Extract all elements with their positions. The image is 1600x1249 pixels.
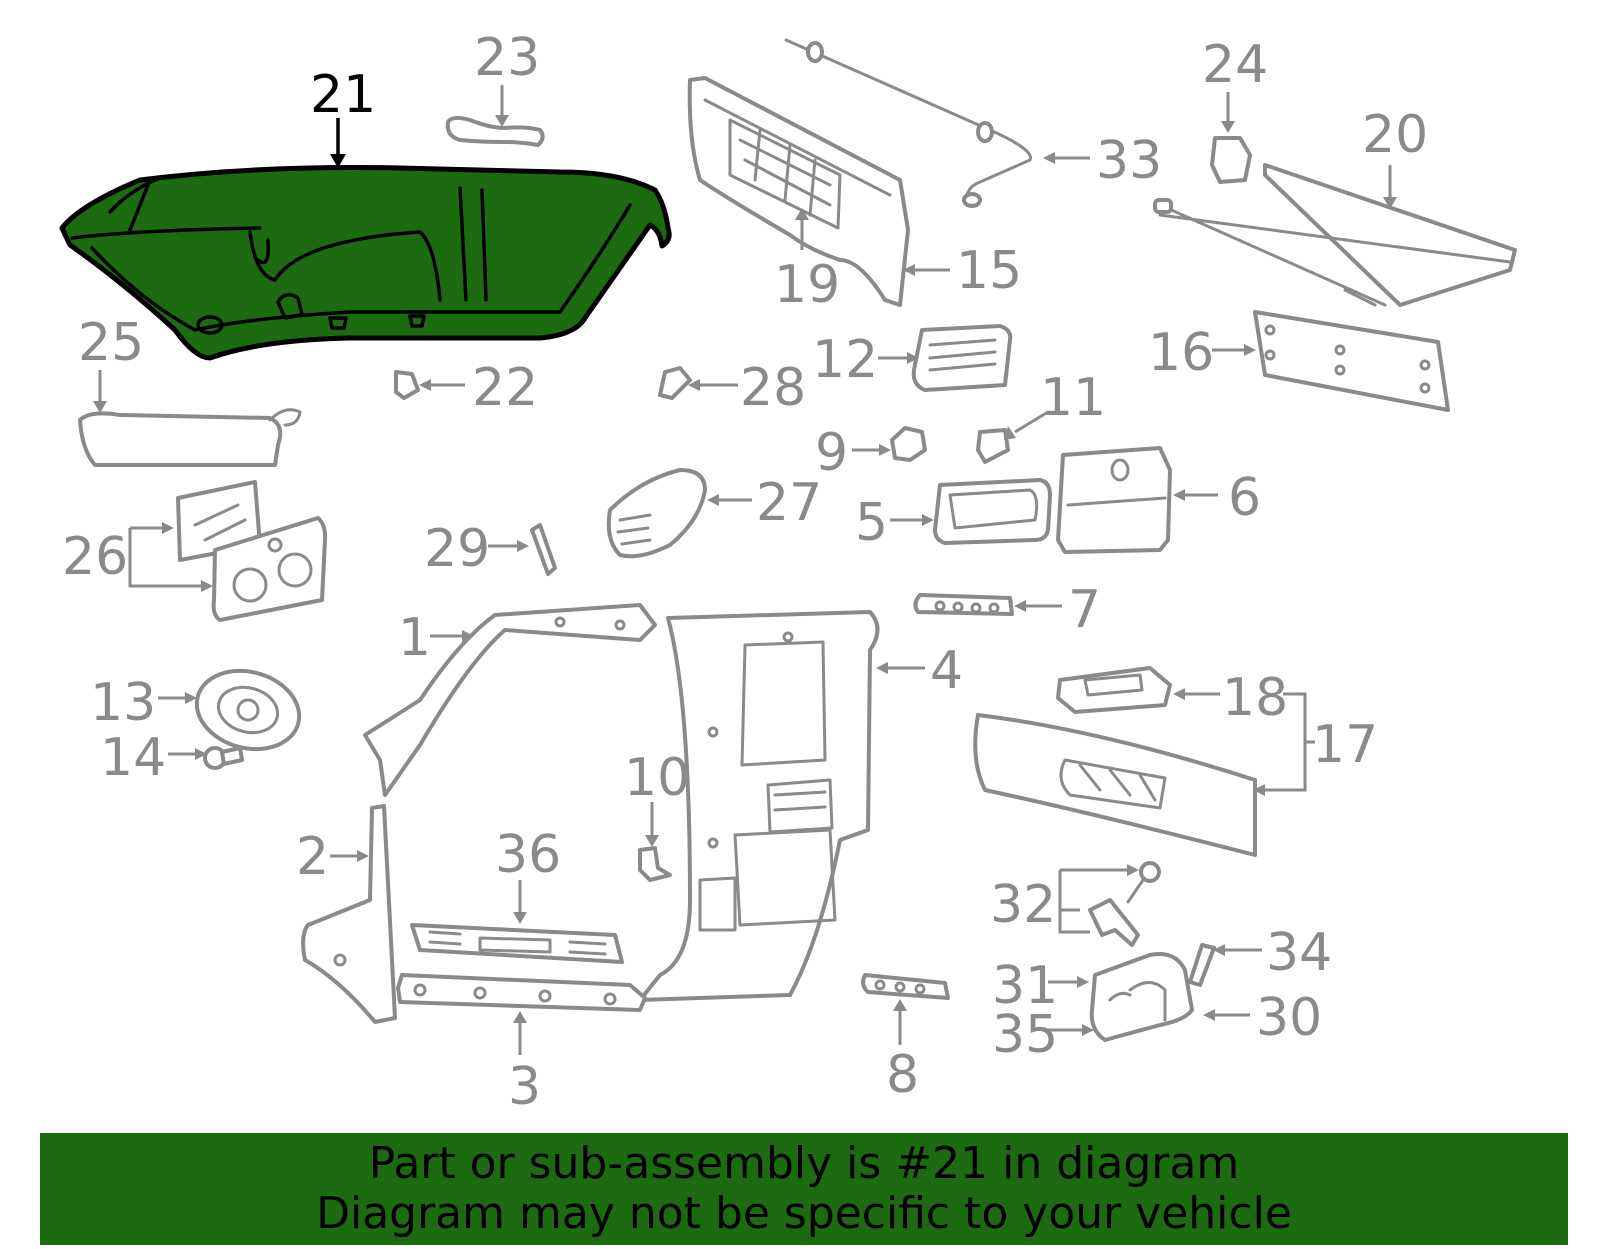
- part-4-pillar-trim[interactable]: [638, 610, 880, 1002]
- callout-32: 32: [990, 875, 1056, 935]
- part-20-cargo-cover[interactable]: [1153, 163, 1517, 307]
- callout-10: 10: [624, 748, 690, 808]
- part-8-strip[interactable]: [861, 973, 950, 1000]
- callout-21: 21: [310, 65, 376, 125]
- callout-18: 18: [1222, 668, 1288, 728]
- callout-30: 30: [1256, 988, 1322, 1048]
- callout-11: 11: [1040, 368, 1106, 428]
- part-23-grab-handle[interactable]: [445, 115, 545, 147]
- part-10-push-pin[interactable]: [638, 846, 672, 882]
- callout-15: 15: [956, 241, 1022, 301]
- part-18-tray[interactable]: [1056, 666, 1172, 714]
- callout-2: 2: [296, 827, 329, 887]
- callout-26: 26: [62, 527, 128, 587]
- callout-27: 27: [756, 473, 822, 533]
- caption-line-2: Diagram may not be specific to your vehi…: [316, 1188, 1292, 1239]
- callout-5: 5: [855, 493, 888, 553]
- part-28-clip[interactable]: [658, 366, 692, 400]
- callout-6: 6: [1228, 468, 1261, 528]
- callout-29: 29: [424, 519, 490, 579]
- callout-1: 1: [398, 608, 431, 668]
- part-30-latch-housing[interactable]: [1089, 952, 1194, 1042]
- part-24-clip[interactable]: [1210, 136, 1252, 184]
- part-34-pin[interactable]: [1188, 943, 1216, 987]
- part-9-clip[interactable]: [890, 426, 927, 462]
- callout-16: 16: [1148, 323, 1214, 383]
- part-21-headliner[interactable]: [59, 165, 672, 361]
- callout-9: 9: [815, 423, 848, 483]
- part-2-door-pillar-trim[interactable]: [301, 804, 397, 1024]
- part-3-scuff-plate[interactable]: [396, 973, 647, 1012]
- part-26-console[interactable]: [176, 480, 328, 622]
- part-12-vent[interactable]: [911, 324, 1013, 392]
- part-15-quarter-trim-panel[interactable]: [687, 76, 910, 307]
- part-36-sill-plate[interactable]: [410, 923, 624, 964]
- caption-line-1: Part or sub-assembly is #21 in diagram: [368, 1138, 1240, 1189]
- part-6-cover[interactable]: [1056, 446, 1172, 554]
- callout-17: 17: [1312, 715, 1378, 775]
- callout-35: 35: [992, 1005, 1058, 1065]
- part-33-rod[interactable]: [784, 38, 1032, 208]
- callout-25: 25: [78, 313, 144, 373]
- callout-31: 31: [992, 956, 1058, 1016]
- part-25-sun-visor[interactable]: [78, 408, 302, 467]
- callout-36: 36: [495, 825, 561, 885]
- callout-4: 4: [930, 641, 963, 701]
- callout-13: 13: [90, 673, 156, 733]
- callout-7: 7: [1068, 580, 1101, 640]
- part-1-a-pillar[interactable]: [363, 603, 657, 797]
- callout-3: 3: [508, 1057, 541, 1117]
- part-29-pin[interactable]: [530, 523, 557, 576]
- callout-19: 19: [774, 255, 840, 315]
- callout-28: 28: [740, 358, 806, 418]
- callout-34: 34: [1266, 923, 1332, 983]
- callout-22: 22: [472, 358, 538, 418]
- part-5-bezel[interactable]: [933, 478, 1052, 545]
- callout-12: 12: [812, 330, 878, 390]
- callout-20: 20: [1362, 105, 1428, 165]
- part-16-panel[interactable]: [1253, 310, 1450, 412]
- callout-23: 23: [474, 28, 540, 88]
- part-11-clip[interactable]: [976, 428, 1010, 464]
- part-32-latch-bracket[interactable]: [1088, 861, 1161, 947]
- callout-24: 24: [1202, 35, 1268, 95]
- part-14-screw[interactable]: [203, 746, 244, 770]
- caption-banner: Part or sub-assembly is #21 in diagram D…: [40, 1133, 1568, 1245]
- part-22-clip[interactable]: [394, 370, 420, 400]
- callout-8: 8: [886, 1045, 919, 1105]
- part-7-strip[interactable]: [913, 593, 1014, 616]
- callout-14: 14: [100, 728, 166, 788]
- part-17-panel[interactable]: [973, 713, 1257, 857]
- part-13-speaker[interactable]: [188, 660, 308, 760]
- callout-33: 33: [1096, 131, 1162, 191]
- part-27-mirror[interactable]: [606, 468, 707, 559]
